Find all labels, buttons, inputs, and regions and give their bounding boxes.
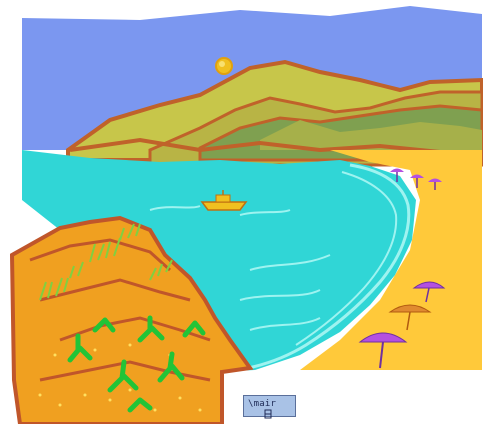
green-plants <box>67 315 206 413</box>
boat <box>200 190 248 211</box>
text-cursor-icon <box>264 409 272 419</box>
caption-label-box: \mair <box>243 395 296 419</box>
sand <box>300 150 482 370</box>
cliff-grass <box>39 223 173 301</box>
sea <box>22 150 416 372</box>
cliff-speckles <box>38 343 202 412</box>
umbrellas-far <box>390 168 442 190</box>
umbrellas-near <box>358 281 446 369</box>
caption-label-text: \mair <box>248 399 277 409</box>
shore-foam <box>237 163 411 372</box>
